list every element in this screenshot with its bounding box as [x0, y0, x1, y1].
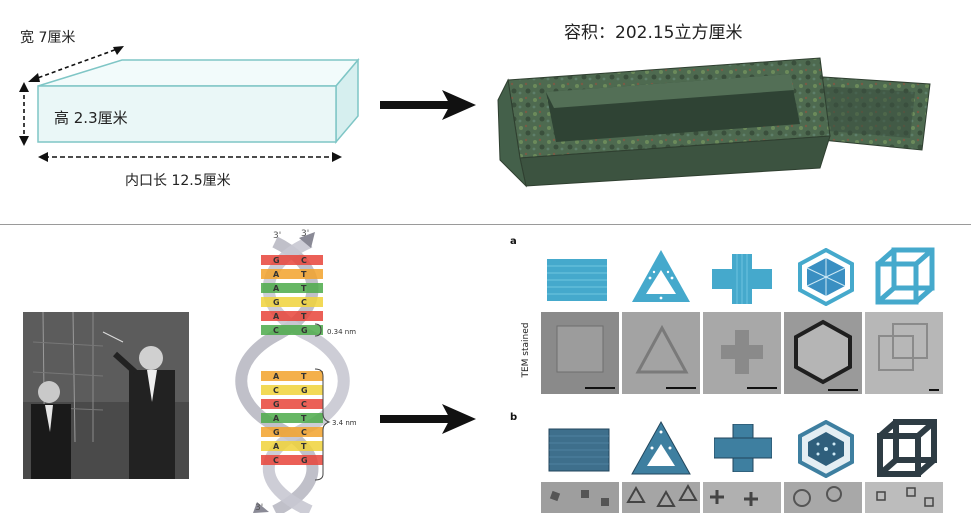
small-spacing-label: 0.34 nm — [327, 328, 356, 336]
tem-image-hexagon — [784, 312, 862, 394]
large-spacing-label: 3.4 nm — [332, 419, 357, 427]
base-letter: G — [301, 456, 308, 465]
base-pair — [261, 297, 323, 307]
base-letter: C — [301, 428, 307, 437]
tem-stained-label: TEM stained — [521, 322, 531, 378]
base-letter: A — [273, 414, 280, 423]
base-letter: A — [273, 312, 280, 321]
scientists-photo — [23, 312, 189, 479]
base-letter: C — [301, 256, 307, 265]
render-square-model — [548, 428, 610, 472]
dna-bottom-label: 3' — [255, 503, 263, 513]
base-letter: A — [273, 284, 280, 293]
base-pair — [261, 385, 323, 395]
base-pair — [261, 269, 323, 279]
base-pair — [261, 325, 323, 335]
large-spacing-bracket — [314, 368, 331, 481]
height-arrowhead-top — [19, 82, 29, 92]
tem-image-triangle — [622, 312, 700, 394]
base-letter: G — [273, 400, 280, 409]
small-spacing-bracket — [314, 323, 322, 337]
base-letter: C — [273, 326, 279, 335]
base-letter: T — [301, 312, 307, 321]
section-divider — [0, 224, 971, 225]
top-arrow-icon — [380, 90, 476, 120]
height-label: 高 2.3厘米 — [54, 109, 128, 127]
volume-label: 容积：202.15立方厘米 — [564, 23, 743, 43]
micrograph-square — [541, 482, 619, 513]
bronze-vessel-image — [497, 57, 931, 188]
base-pair — [261, 399, 323, 409]
base-pair — [261, 255, 323, 265]
base-letter: T — [301, 414, 307, 423]
base-pair — [261, 283, 323, 293]
base-letter: C — [301, 400, 307, 409]
base-letter: G — [273, 428, 280, 437]
base-letter: A — [273, 442, 280, 451]
base-letter: G — [273, 256, 280, 265]
render-triangle-model — [631, 420, 691, 475]
render-hexagon-model — [798, 420, 854, 478]
micrograph-triangle — [622, 482, 700, 513]
dna-top-label-right: 3' — [301, 229, 309, 239]
micrograph-cross — [703, 482, 781, 513]
base-pair — [261, 413, 323, 423]
length-arrowhead-right — [332, 152, 342, 162]
base-letter: G — [301, 326, 308, 335]
length-arrowhead-left — [38, 152, 48, 162]
base-letter: T — [301, 284, 307, 293]
dna-top-label: 3' — [273, 231, 281, 241]
micrograph-cube — [865, 482, 943, 513]
base-pair — [261, 371, 323, 381]
bottom-arrow-icon — [380, 404, 476, 434]
origami-hexagon-model — [798, 248, 854, 306]
base-letter: T — [301, 372, 307, 381]
micrograph-hexagon — [784, 482, 862, 513]
base-letter: A — [273, 270, 280, 279]
origami-cross-model — [712, 254, 772, 304]
width-label: 宽 7厘米 — [20, 30, 76, 46]
base-letter: G — [273, 298, 280, 307]
width-dimension-line — [31, 47, 121, 81]
base-letter: C — [273, 456, 279, 465]
base-pair — [261, 441, 323, 451]
render-cube-model — [877, 419, 937, 477]
width-arrowhead-right — [113, 46, 124, 55]
height-arrowhead-bottom — [19, 136, 29, 146]
base-pair — [261, 311, 323, 321]
base-letter: T — [301, 442, 307, 451]
origami-square-model — [547, 259, 607, 301]
base-pair — [261, 455, 323, 465]
base-letter: G — [301, 386, 308, 395]
box-top-face — [37, 59, 360, 87]
length-label: 内口长 12.5厘米 — [125, 173, 231, 189]
panel-b-label: b — [510, 412, 518, 423]
base-letter: C — [301, 298, 307, 307]
origami-triangle-model — [632, 250, 690, 302]
tem-image-cube — [865, 312, 943, 394]
tem-image-square — [541, 312, 619, 394]
tem-image-cross — [703, 312, 781, 394]
base-letter: C — [273, 386, 279, 395]
width-arrowhead-left — [28, 73, 40, 82]
base-letter: A — [273, 372, 280, 381]
box-front-face — [37, 85, 337, 143]
render-cross-model — [714, 424, 772, 472]
base-letter: T — [301, 270, 307, 279]
base-pair — [261, 427, 323, 437]
origami-cube-model — [875, 247, 935, 305]
panel-a-label: a — [510, 236, 517, 247]
box-diagram — [19, 46, 360, 162]
